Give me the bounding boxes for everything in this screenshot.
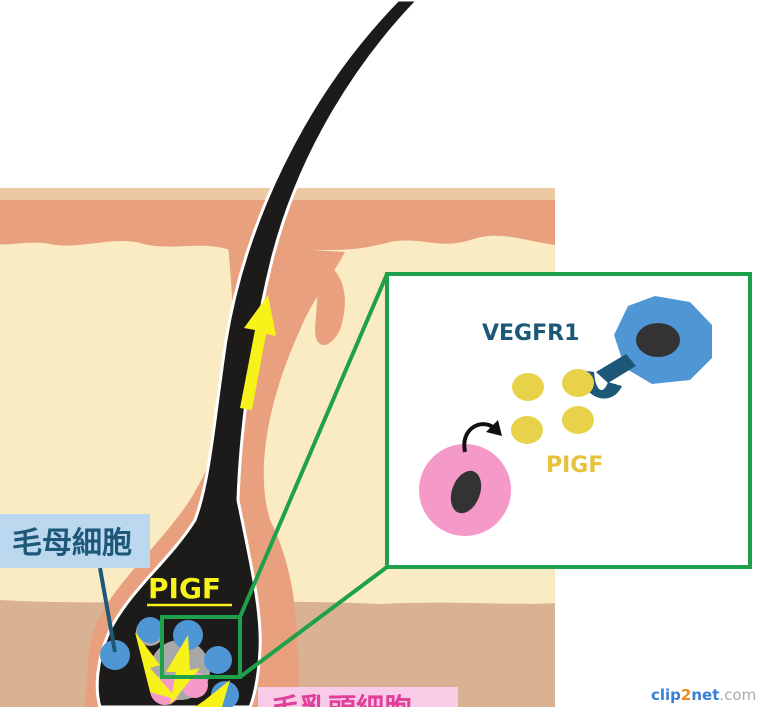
pigf-main-label: PIGF: [148, 572, 221, 605]
papilla-label-box: [258, 687, 458, 707]
matrix-cell: [100, 640, 130, 670]
inset-contents: VEGFR1 PIGF: [419, 296, 712, 536]
secretion-arrowhead: [486, 420, 502, 436]
vegfr1-label: VEGFR1: [482, 321, 579, 346]
watermark: clip2net.com: [651, 686, 756, 704]
receptor-cell-nucleus: [636, 323, 680, 357]
svg-text:clip2net.com: clip2net.com: [651, 686, 756, 704]
pigf-inset-label: PIGF: [546, 453, 603, 478]
zoom-source-box: [160, 615, 242, 679]
matrix-label-box: [0, 514, 150, 568]
matrix-cells-label: 毛母細胞: [12, 526, 132, 561]
matrix-pointer-line: [98, 567, 117, 653]
vegfr1-stalk: [596, 354, 636, 383]
signal-arrow: [135, 632, 178, 700]
zoom-callout: [160, 273, 389, 679]
dermal-papilla-label: 毛乳頭細胞: [272, 692, 412, 707]
growth-arrow: [240, 295, 276, 410]
pigf-molecule: [512, 373, 544, 401]
matrix-cell: [204, 646, 232, 674]
papilla-cell-nucleus: [450, 470, 482, 514]
secretion-arrow: [462, 422, 496, 453]
pigf-molecule: [562, 369, 594, 397]
matrix-cell: [137, 617, 163, 643]
signal-arrow: [166, 635, 200, 705]
pigf-molecule: [562, 406, 594, 434]
signal-arrow: [195, 680, 230, 707]
pigf-molecule: [511, 416, 543, 444]
hair-shaft: [95, 0, 421, 707]
